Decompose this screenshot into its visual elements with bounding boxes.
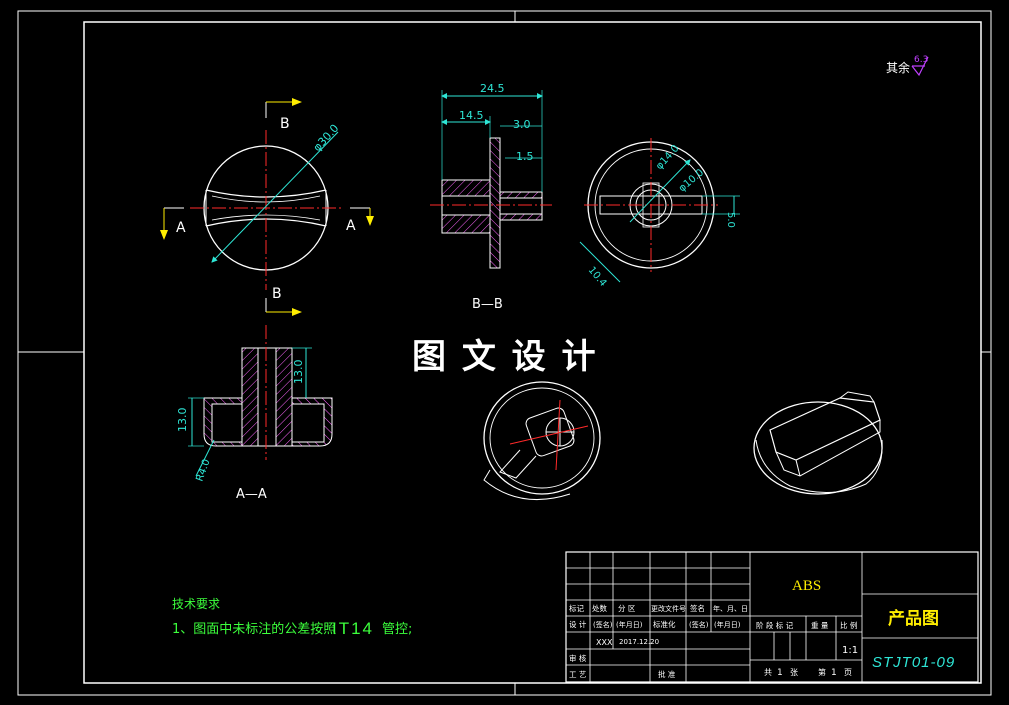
std-sign: (签名) [689, 620, 709, 629]
sheet-total: 1 [777, 668, 783, 678]
dim-boss-13: 13.0 [292, 360, 305, 385]
sheet-total-label: 共 [764, 668, 772, 677]
front-view: φ30.0 B B A A [160, 98, 374, 316]
design-label: 设 计 [569, 619, 587, 629]
stage-header: 阶 段 标 记 [756, 620, 794, 630]
dim-radius-4: R4.0 [194, 458, 212, 483]
sheet-unit-ye: 页 [844, 668, 852, 677]
isometric-view-front [753, 391, 883, 495]
tech-req-item1-suffix: 管控; [382, 622, 412, 637]
tech-req-item1-prefix: 1、图面中未标注的公差按照 [172, 621, 336, 637]
technical-requirements: 技术要求 1、图面中未标注的公差按照 IT14 管控; [172, 597, 412, 638]
section-label-b-top: B [280, 116, 290, 132]
section-aa-view: 13.0 13.0 R4.0 A—A [176, 325, 333, 502]
dim-total-length: 24.5 [480, 82, 505, 95]
rev-header-5: 年、月、日 [713, 604, 748, 613]
dim-3-0: 3.0 [513, 118, 531, 131]
drawing-number: STJT01-09 [872, 654, 955, 671]
dim-diameter-30: φ30.0 [311, 122, 342, 154]
dim-width-5: 5.0 [725, 212, 736, 228]
rev-header-2: 分 区 [618, 604, 636, 613]
section-bb-caption: B—B [472, 297, 503, 312]
dim-diameter-14: φ14.0 [654, 143, 681, 172]
section-label-a-left: A [176, 220, 186, 236]
drawing-name: 产品图 [888, 608, 939, 629]
process-label: 工 艺 [569, 670, 586, 679]
dim-1-5: 1.5 [516, 150, 534, 163]
section-aa-caption: A—A [236, 487, 267, 502]
sheet-border [17, 10, 992, 696]
weight-header: 重 量 [811, 621, 829, 630]
std-date: (年月日) [714, 620, 741, 629]
title-block-text: ABS 产品图 STJT01-09 1:1 标记 处数 分 区 更改文件号 签名… [569, 578, 955, 679]
sheet-no-label: 第 [818, 667, 826, 677]
dim-14-5: 14.5 [459, 109, 484, 122]
scale-header: 比 例 [840, 620, 857, 630]
sheet-no: 1 [831, 668, 837, 678]
surface-finish-value: 6.3 [914, 55, 928, 65]
material-value: ABS [792, 578, 821, 594]
designer-name: XXX [596, 638, 613, 647]
tech-req-item1-code: IT14 [332, 619, 374, 638]
sheet-unit-zhang: 张 [790, 668, 798, 677]
isometric-view-back [483, 381, 601, 500]
surface-finish-label: 其余 [886, 60, 910, 75]
tech-req-title: 技术要求 [172, 597, 220, 611]
section-label-a-right: A [346, 218, 356, 234]
design-sign: (签名) [593, 620, 613, 629]
review-label: 审 核 [569, 653, 587, 663]
end-view: φ14.0 φ10.0 5.0 10.4 [579, 138, 740, 289]
standardization-label: 标准化 [653, 619, 676, 629]
approve-label: 批 准 [658, 669, 676, 679]
surface-finish-symbol: 其余 6.3 [886, 55, 929, 77]
rev-header-1: 处数 [592, 603, 607, 613]
design-date: (年月日) [616, 620, 643, 629]
rev-header-4: 签名 [690, 603, 705, 613]
rev-header-0: 标记 [569, 603, 584, 613]
design-date-value: 2017.12.20 [619, 638, 659, 646]
section-bb-view: 24.5 14.5 3.0 1.5 B—B [430, 82, 552, 312]
section-label-b-bottom: B [272, 286, 282, 302]
watermark-text: 图 文 设 计 [412, 337, 598, 377]
scale-value: 1:1 [842, 645, 858, 656]
dim-length-10-4: 10.4 [586, 265, 609, 289]
rev-header-3: 更改文件号 [651, 604, 686, 613]
dim-height-13: 13.0 [176, 408, 189, 433]
title-block [565, 551, 979, 683]
